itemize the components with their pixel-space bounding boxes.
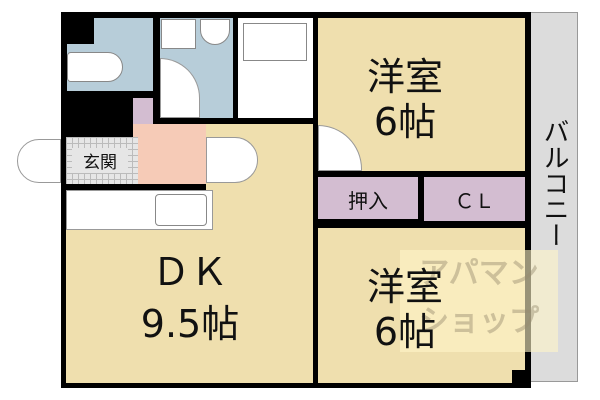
bathroom (238, 18, 313, 118)
dk-size: 9.5帖 (140, 302, 240, 346)
wall-corner (512, 370, 526, 384)
watermark-logo: アパマンショップ (400, 250, 558, 352)
dk-door[interactable] (206, 137, 258, 183)
oshiire-label: 押入 (348, 189, 388, 213)
balcony-label: バルコニー (539, 118, 569, 248)
entrance-label: 玄関 (72, 148, 128, 173)
washing-machine-icon (161, 19, 196, 49)
western-top-size: 6帖 (373, 100, 437, 144)
sink-icon (200, 19, 230, 45)
western-top-name: 洋室 (366, 55, 443, 99)
kitchen-sink-icon (155, 194, 207, 226)
entry-hall (133, 124, 206, 184)
dk-name: ＤＫ (151, 250, 228, 294)
western-bottom-name: 洋室 (366, 265, 443, 309)
entrance-door[interactable] (17, 139, 61, 183)
toilet-wall-notch (67, 18, 94, 44)
bathtub-icon (243, 23, 307, 61)
storage-small (133, 98, 153, 124)
western-bottom-size: 6帖 (373, 310, 437, 354)
cl-label: ＣＬ (454, 189, 495, 213)
toilet-bowl-icon (67, 52, 123, 82)
kitchen-counter (66, 190, 213, 230)
closet-cl (424, 177, 525, 221)
closet-oshiire (318, 177, 418, 219)
